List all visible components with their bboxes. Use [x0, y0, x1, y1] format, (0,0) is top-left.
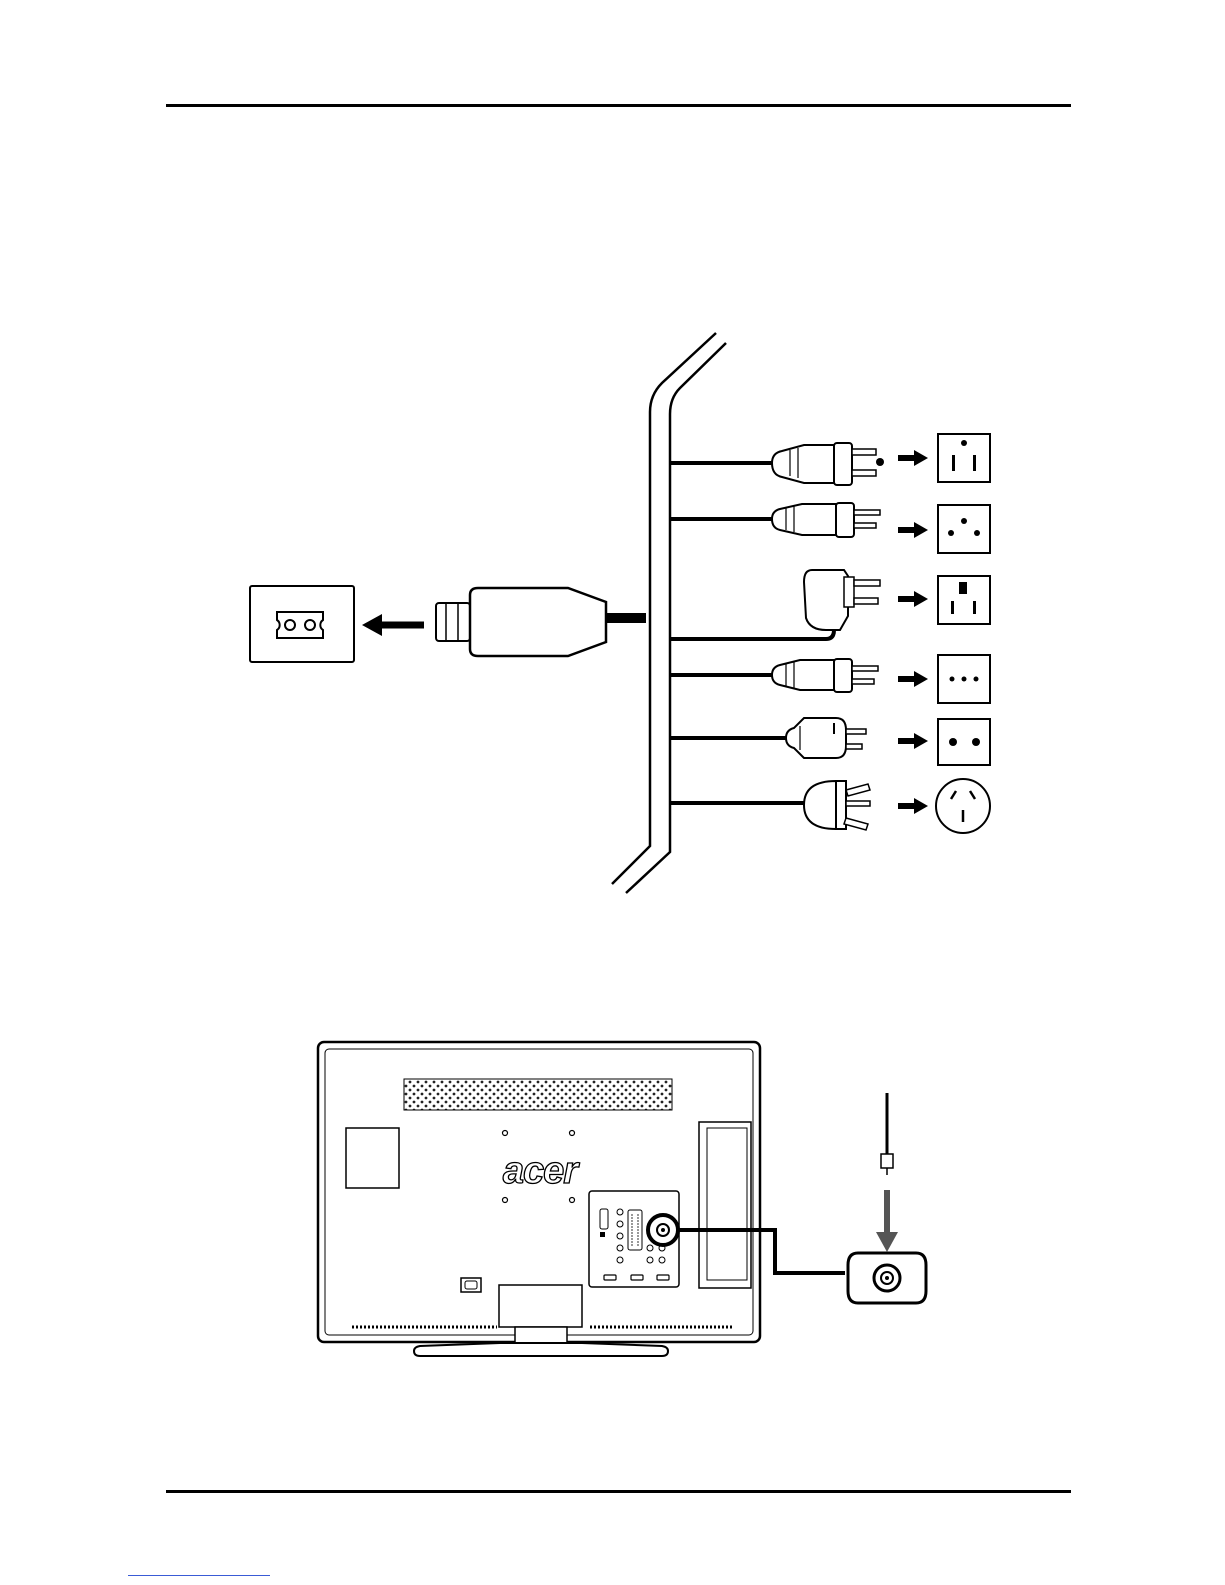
- label-panel: [346, 1128, 399, 1188]
- power-diagram: [250, 333, 990, 893]
- link-underline[interactable]: [128, 1575, 270, 1576]
- bottom-rule: [166, 1490, 1071, 1493]
- antenna-wall-socket-icon: [848, 1253, 926, 1303]
- uk-outlet-row: [898, 576, 990, 624]
- vent-grille: [404, 1079, 672, 1110]
- danish-plug-row: [670, 659, 878, 692]
- au-plug-row: [670, 781, 870, 830]
- us-outlet-row: [898, 434, 990, 482]
- danish-outlet-row: [898, 655, 990, 703]
- swiss-outlet-row: [898, 505, 990, 553]
- uk-plug-row: [670, 570, 880, 639]
- aerial-plug-icon: [876, 1093, 898, 1252]
- schuko-outlet-row: [898, 719, 990, 765]
- stand-base: [414, 1343, 668, 1356]
- iec-c7-connector-icon: [436, 588, 646, 656]
- us-plug-row: [670, 443, 884, 485]
- swiss-plug-row: [670, 503, 880, 537]
- acer-logo: acer: [503, 1150, 580, 1192]
- stand-neck: [499, 1285, 582, 1327]
- tv-diagram: acer: [318, 1042, 926, 1356]
- insert-arrow-icon: [362, 614, 424, 636]
- au-outlet-row: [898, 779, 990, 833]
- tv-power-inlet-icon: [461, 1278, 481, 1292]
- ac-inlet-icon: [250, 586, 354, 662]
- schuko-plug-row: [670, 718, 866, 758]
- io-panel: [589, 1191, 679, 1287]
